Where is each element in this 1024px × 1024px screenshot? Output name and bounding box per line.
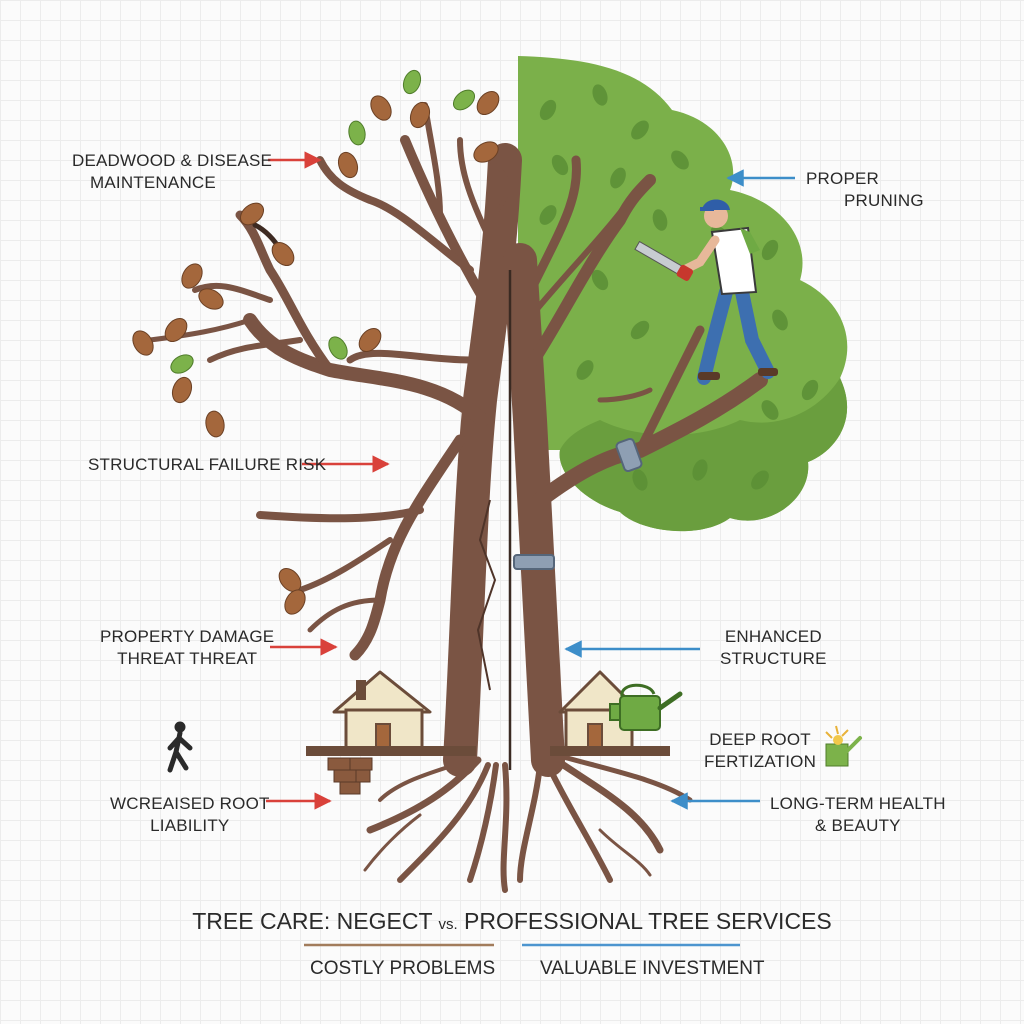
label-deadwood-disease: DEADWOOD & DISEASE MAINTENANCE xyxy=(72,150,272,194)
label-line: LIABILITY xyxy=(150,816,230,835)
healthy-canopy xyxy=(518,56,848,532)
fertilizer-icon xyxy=(825,725,862,767)
walking-person-icon xyxy=(167,721,193,773)
label-line: PROPER xyxy=(806,169,879,188)
title-neglect: TREE CARE: NEGECT xyxy=(192,908,433,934)
arborist-worker-icon xyxy=(634,199,778,385)
neglected-tree xyxy=(147,102,522,777)
trunk-crack xyxy=(476,499,497,691)
page-title: TREE CARE: NEGECT vs. PROFESSIONAL TREE … xyxy=(0,908,1024,935)
neglect-arrows xyxy=(266,151,390,810)
label-line: THREAT THREAT xyxy=(117,649,258,668)
label-property-damage: PROPERTY DAMAGE THREAT THREAT xyxy=(100,626,274,670)
crumbling-foundation xyxy=(327,757,373,795)
trunk-cable xyxy=(513,554,555,570)
house-icon xyxy=(332,670,432,752)
label-proper-pruning: PROPER PRUNING xyxy=(806,168,924,212)
label-root-liability: WCREAISED ROOT LIABILITY xyxy=(110,793,270,837)
healthy-tree xyxy=(503,155,768,777)
title-vs: vs. xyxy=(438,916,458,933)
label-enhanced-structure: ENHANCED STRUCTURE xyxy=(720,626,827,670)
ground-right xyxy=(550,746,670,756)
label-line: LONG-TERM HEALTH xyxy=(770,794,946,813)
branch-brace xyxy=(615,437,643,473)
professional-arrows xyxy=(564,169,795,810)
label-long-term-health: LONG-TERM HEALTH & BEAUTY xyxy=(770,793,946,837)
label-line: MAINTENANCE xyxy=(90,173,216,192)
label-structural-failure: STRUCTURAL FAILURE RISK xyxy=(88,455,327,474)
tree-roots xyxy=(363,753,693,893)
label-line: PRUNING xyxy=(844,191,924,210)
green-leaves xyxy=(170,69,476,374)
label-line: PROPERTY DAMAGE xyxy=(100,627,275,646)
subtitle-costly-problems: COSTLY PROBLEMS xyxy=(310,958,496,979)
label-line: WCREAISED ROOT xyxy=(110,794,270,813)
label-deep-root-fertilization: DEEP ROOT FERTIZATION xyxy=(704,729,816,773)
label-line: STRUCTURE xyxy=(720,649,827,668)
label-line: DEADWOOD & DISEASE xyxy=(72,151,273,170)
title-professional: PROFESSIONAL TREE SERVICES xyxy=(464,908,832,934)
label-line: FERTIZATION xyxy=(704,752,817,771)
subtitle-valuable-investment: VALUABLE INVESTMENT xyxy=(540,958,765,979)
watering-can-icon xyxy=(609,683,683,731)
label-line: & BEAUTY xyxy=(815,816,901,835)
cracked-ground xyxy=(306,746,476,756)
dead-leaves xyxy=(132,90,500,615)
label-line: DEEP ROOT xyxy=(709,730,811,749)
label-line: ENHANCED xyxy=(724,627,822,646)
